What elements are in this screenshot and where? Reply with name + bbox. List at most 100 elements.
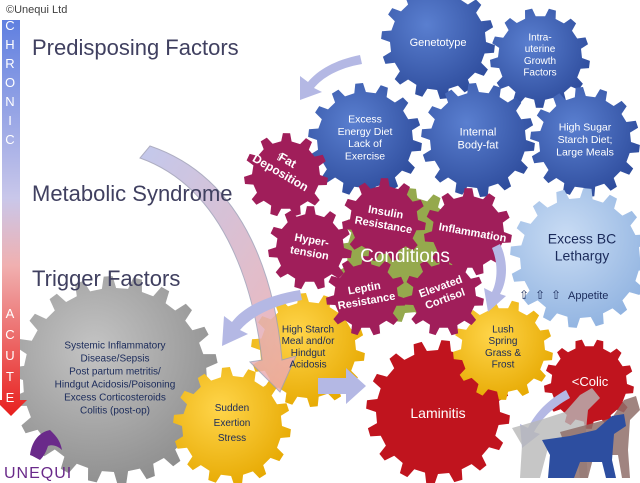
genetotype-label-line: Genetotype — [410, 37, 467, 49]
intrauterine-label-line: uterine — [525, 44, 556, 55]
high-starch-label-line: Acidosis — [289, 360, 326, 371]
acute-letter-3: T — [6, 369, 14, 384]
intrauterine-gear — [490, 8, 590, 108]
appetite-row: ⇧ ⇧ ⇧ Appetite — [519, 288, 608, 302]
trigger-factors-label-line: Systemic Inflammatory — [64, 341, 165, 352]
lush-grass-label-line: Grass & — [485, 348, 521, 359]
high-sugar-label-line: Starch Diet; — [558, 134, 613, 146]
chronic-letter-3: O — [5, 75, 15, 90]
conditions-label: Conditions — [360, 246, 450, 267]
excess-energy-label-line: Exercise — [345, 151, 385, 163]
chronic-letter-0: C — [5, 18, 14, 33]
heading-metabolic: Metabolic Syndrome — [32, 181, 233, 206]
exertion-gear — [173, 367, 291, 483]
arrow-left-curve — [222, 290, 302, 346]
genetotype-label: Genetotype — [410, 37, 467, 49]
lush-grass-label-line: Spring — [489, 336, 518, 347]
blue-horse-icon — [542, 414, 626, 478]
laminitis-label: Laminitis — [410, 405, 465, 421]
chronic-letter-2: R — [5, 56, 14, 71]
excess-energy-label-line: Energy Diet — [338, 126, 393, 138]
logo-horse-icon — [30, 430, 62, 460]
chronic-letter-6: C — [5, 132, 14, 147]
heading-predisposing: Predisposing Factors — [32, 35, 239, 60]
heading-trigger: Trigger Factors — [32, 266, 180, 291]
appetite-label: Appetite — [568, 290, 608, 302]
lush-grass-label-line: Lush — [492, 324, 514, 335]
up-arrow-icon: ⇧ — [535, 288, 545, 302]
intrauterine-label-line: Growth — [524, 56, 556, 67]
high-starch-label-line: High Starch — [282, 324, 334, 335]
logo-text: UNEQUI — [4, 465, 72, 482]
leptin-resistance-label-line: Leptin — [347, 280, 382, 298]
acute-letter-1: C — [5, 327, 14, 342]
excess-energy-gear — [308, 83, 422, 197]
conditions-label-line: Conditions — [360, 246, 450, 267]
colic-gear — [544, 339, 634, 429]
exertion-label-line: Stress — [218, 433, 246, 444]
unequi-logo: UNEQUI — [4, 430, 72, 482]
acute-letter-2: U — [5, 348, 14, 363]
chronic-acute-arrow — [0, 20, 27, 416]
trigger-factors-label-line: Hindgut Acidosis/Poisoning — [55, 380, 176, 391]
hypertension-gear — [268, 206, 352, 290]
high-sugar-label-line: High Sugar — [559, 122, 612, 134]
chronic-letter-5: I — [8, 113, 12, 128]
exertion-label-line: Sudden — [215, 403, 249, 414]
trigger-factors-label-line: Colitis (post-op) — [80, 406, 150, 417]
acute-letter-4: E — [6, 390, 15, 405]
genetotype-gear — [381, 0, 495, 99]
excess-bc-label-line: Excess BC — [548, 231, 616, 247]
exertion-label-line: Exertion — [214, 418, 251, 429]
high-sugar-label-line: Large Meals — [556, 146, 614, 158]
arrow-to-laminitis — [318, 368, 366, 404]
lush-grass-label-line: Frost — [492, 360, 515, 371]
inflammation-gear — [424, 188, 512, 276]
up-arrow-icon: ⇧ — [551, 288, 561, 302]
high-starch-label-line: Hindgut — [291, 348, 326, 359]
high-starch-label-line: Meal and/or — [282, 336, 335, 347]
insulin-gear — [342, 178, 426, 262]
arrow-top — [300, 55, 362, 100]
chronic-letter-1: H — [5, 37, 14, 52]
trigger-factors-label-line: Excess Corticosteroids — [64, 393, 166, 404]
acute-letter-0: A — [6, 306, 15, 321]
arrow-right-curve — [484, 244, 506, 312]
leptin-gear — [326, 256, 406, 336]
lush-grass-gear — [453, 300, 553, 400]
excess-bc-label-line: Lethargy — [555, 247, 609, 263]
fat-deposition-gear — [244, 133, 328, 217]
intrauterine-label-line: Intra- — [528, 32, 551, 43]
intrauterine-label-line: Factors — [523, 68, 556, 79]
chronic-letter-4: N — [5, 94, 14, 109]
trigger-factors-label-line: Disease/Sepsis — [81, 354, 150, 365]
body-fat-gear — [421, 83, 535, 197]
up-arrow-icon: ⇧ — [519, 288, 529, 302]
laminitis-label-line: Laminitis — [410, 405, 465, 421]
body-fat-label-line: Internal — [460, 127, 497, 139]
trigger-factors-label-line: Post partum metritis/ — [69, 367, 161, 378]
gears-layer — [11, 0, 640, 483]
colic-label: <Colic — [572, 374, 609, 389]
high-sugar-gear — [530, 87, 640, 197]
trigger-factors-gear — [11, 276, 219, 483]
curved-arrow-metabolic — [139, 145, 297, 393]
horse-silhouettes — [512, 388, 640, 478]
copyright-notice: ©Unequi Ltd — [6, 4, 67, 16]
excess-energy-label-line: Excess — [348, 113, 382, 125]
excess-energy-label-line: Lack of — [348, 138, 382, 150]
cortisol-gear — [404, 256, 484, 336]
colic-label-line: <Colic — [572, 374, 609, 389]
